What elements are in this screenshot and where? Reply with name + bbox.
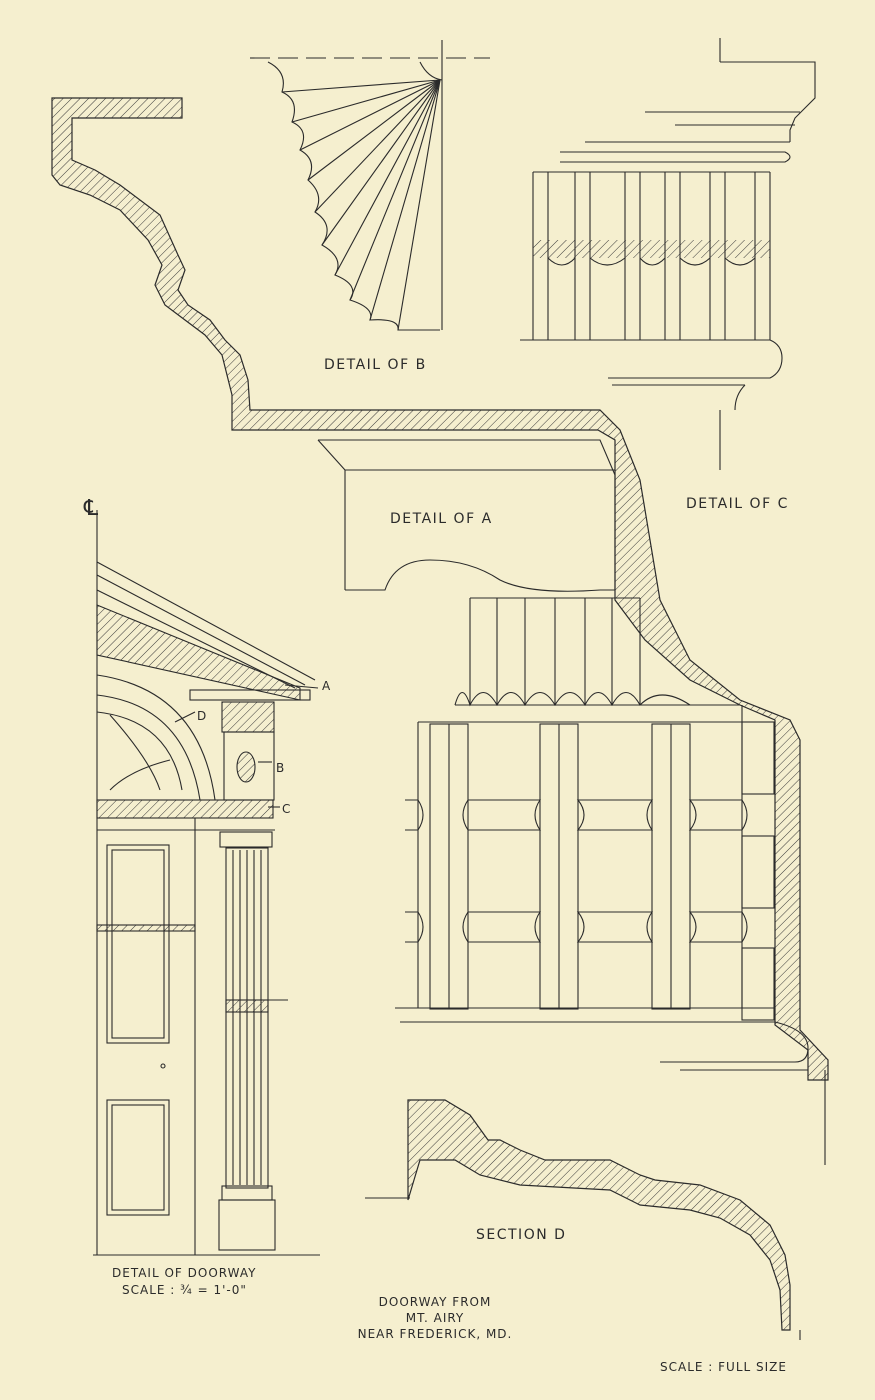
centerline-mark: ℄ xyxy=(84,496,100,521)
cornice-profile-hatch xyxy=(51,97,829,1081)
caption-line-1: DOORWAY FROM xyxy=(378,1295,492,1309)
section-d-label: SECTION D xyxy=(476,1227,567,1243)
drawing-caption: DOORWAY FROM MT. AIRY NEAR FREDERICK, MD… xyxy=(330,1294,540,1342)
caption-line-3: NEAR FREDERICK, MD. xyxy=(357,1327,513,1341)
callout-a: A xyxy=(322,679,331,693)
detail-a-label: DETAIL OF A xyxy=(390,511,493,527)
detail-b-rosette xyxy=(250,40,490,331)
detail-b-label: DETAIL OF B xyxy=(324,357,427,373)
detail-c-label: DETAIL OF C xyxy=(686,496,789,512)
detail-c-capital xyxy=(520,38,816,470)
callout-b: B xyxy=(276,761,285,775)
callout-d: D xyxy=(197,709,207,723)
detail-a-bracket xyxy=(317,439,616,592)
doorway-scale: SCALE : ¾ = 1'-0" xyxy=(122,1283,247,1297)
full-size-scale: SCALE : FULL SIZE xyxy=(660,1360,787,1374)
section-d-entablature xyxy=(395,597,809,1071)
section-d-profile-hatch xyxy=(407,1099,791,1331)
caption-line-2: MT. AIRY xyxy=(405,1311,465,1325)
callout-c: C xyxy=(282,802,291,816)
doorway-title: DETAIL OF DOORWAY xyxy=(112,1266,257,1280)
doorway-elevation xyxy=(93,510,320,1256)
